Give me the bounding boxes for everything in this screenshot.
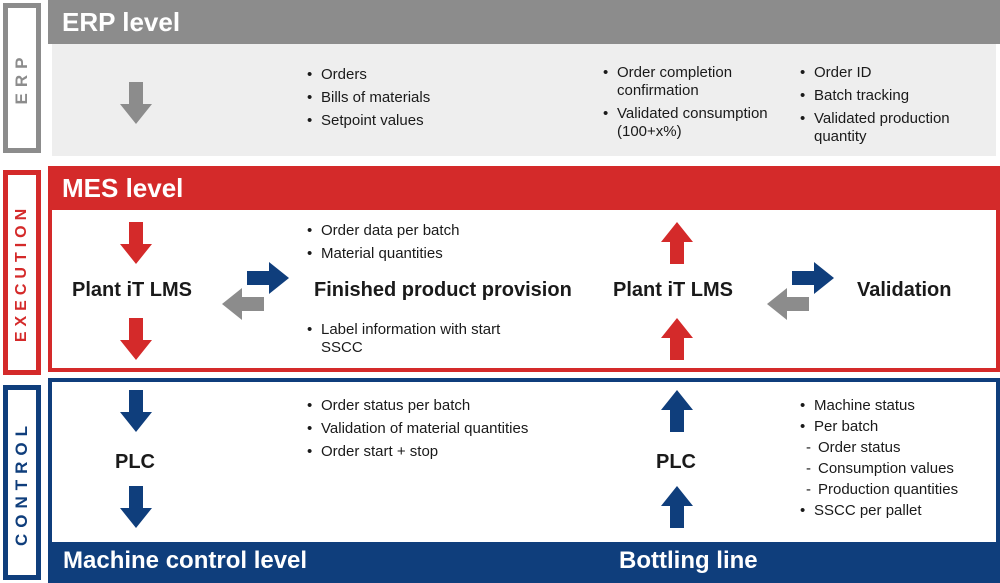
erp-level-title: ERP level xyxy=(62,7,181,37)
mes-far-right-node: Validation xyxy=(857,279,952,301)
mes-left-exchange-right-arrow-icon xyxy=(247,262,289,294)
mes-bottom-bullets: Label information with start SSCC xyxy=(307,321,507,362)
list-item: Batch tracking xyxy=(800,87,990,105)
list-item: Label information with start SSCC xyxy=(307,321,507,357)
control-footer-bar xyxy=(48,542,1000,583)
control-footer-right: Bottling line xyxy=(619,547,758,574)
erp-bullets-inputs: Orders Bills of materials Setpoint value… xyxy=(307,66,537,135)
erp-down-arrow-icon xyxy=(120,82,152,124)
execution-side-label: EXECUTION xyxy=(13,203,30,342)
list-item: Bills of materials xyxy=(307,89,537,107)
mes-left-top-down-arrow-icon xyxy=(120,222,152,264)
list-item: Setpoint values xyxy=(307,112,537,130)
control-left-node: PLC xyxy=(115,451,155,473)
control-footer-left: Machine control level xyxy=(63,547,308,574)
control-right-bottom-up-arrow-icon xyxy=(661,486,693,528)
list-item: Machine status xyxy=(800,397,995,415)
mes-left-bottom-down-arrow-icon xyxy=(120,318,152,360)
erp-level-header: ERP level xyxy=(48,0,1000,44)
list-item: Material quantities xyxy=(307,245,567,263)
mes-left-exchange-left-arrow-icon xyxy=(222,288,264,320)
list-item: Validated consumption (100+x%) xyxy=(603,105,793,141)
erp-side-tab: ERP xyxy=(3,3,41,153)
list-item: Order completion confirmation xyxy=(603,64,793,100)
list-item: Order status per batch xyxy=(307,397,577,415)
list-item: Order status xyxy=(800,439,995,457)
list-item: Per batch xyxy=(800,418,995,436)
list-item: Validation of material quantities xyxy=(307,420,577,438)
mes-top-bullets: Order data per batch Material quantities xyxy=(307,222,567,268)
list-item: Order start + stop xyxy=(307,443,577,461)
mes-right-exchange-left-arrow-icon xyxy=(767,288,809,320)
erp-bullets-confirmation: Order completion confirmation Validated … xyxy=(603,64,793,146)
mes-center-node: Finished product provision xyxy=(314,279,572,301)
control-left-top-down-arrow-icon xyxy=(120,390,152,432)
list-item: Order data per batch xyxy=(307,222,567,240)
mes-level-title: MES level xyxy=(62,173,184,203)
control-side-tab: CONTROL xyxy=(3,385,41,580)
mes-right-bottom-up-arrow-icon xyxy=(661,318,693,360)
control-center-bullets: Order status per batch Validation of mat… xyxy=(307,397,577,466)
erp-side-label: ERP xyxy=(12,51,31,105)
mes-right-node: Plant iT LMS xyxy=(613,279,733,301)
mes-right-exchange-right-arrow-icon xyxy=(792,262,834,294)
control-right-node: PLC xyxy=(656,451,696,473)
list-item: Production quantities xyxy=(800,481,995,499)
list-item: Validated production quantity xyxy=(800,110,990,146)
erp-bullets-tracking: Order ID Batch tracking Validated produc… xyxy=(800,64,990,151)
mes-level-header: MES level xyxy=(48,166,1000,210)
control-left-bottom-down-arrow-icon xyxy=(120,486,152,528)
list-item: Order ID xyxy=(800,64,990,82)
list-item: Orders xyxy=(307,66,537,84)
control-right-bullets: Machine status Per batch Order status Co… xyxy=(800,397,995,525)
list-item: SSCC per pallet xyxy=(800,502,995,520)
mes-left-node: Plant iT LMS xyxy=(72,279,192,301)
control-side-label: CONTROL xyxy=(12,419,31,546)
execution-side-tab: EXECUTION xyxy=(3,170,41,375)
list-item: Consumption values xyxy=(800,460,995,478)
mes-right-top-up-arrow-icon xyxy=(661,222,693,264)
control-right-top-up-arrow-icon xyxy=(661,390,693,432)
